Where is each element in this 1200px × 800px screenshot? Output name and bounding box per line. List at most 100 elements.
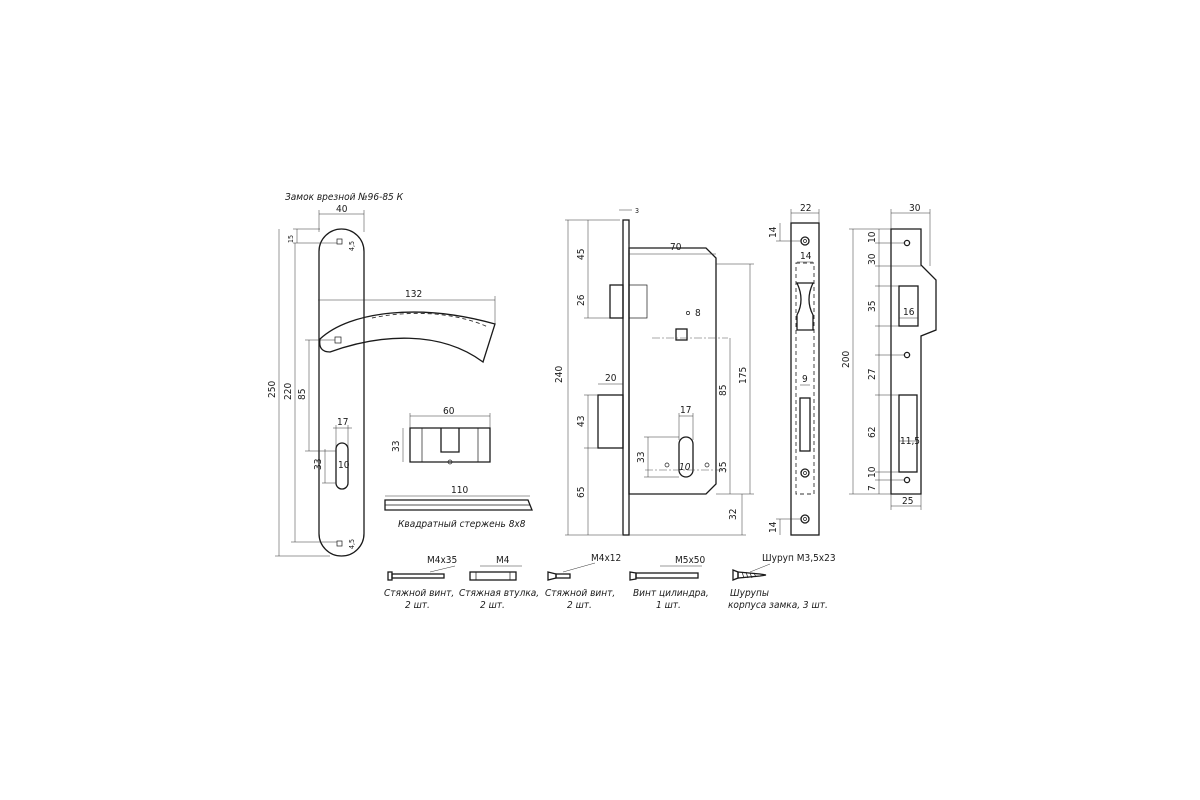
- faceplate-top-dim: 14: [768, 226, 779, 238]
- faceplate-screw-top-inner: [803, 239, 807, 243]
- part-label: М5х50: [675, 555, 706, 566]
- part-head: [732, 569, 739, 581]
- faceplate-screw-mid-inner: [803, 471, 807, 475]
- deadbolt-width-dim: 20: [605, 373, 617, 384]
- part-cylinder-screw: М5х50 Винт цилиндра, 1 шт.: [629, 555, 709, 611]
- part-sleeve: [469, 571, 517, 581]
- cylinder-view: 60 33: [391, 406, 491, 465]
- cyl-width-dim: 17: [337, 417, 348, 428]
- center-distance-dim: 85: [718, 385, 729, 396]
- square-rod-view: 110 Квадратный стержень 8х8: [384, 485, 533, 530]
- part-caption: Шурупы: [730, 588, 769, 599]
- strike-outline: [890, 228, 937, 495]
- body-width-dim: 70: [670, 242, 682, 253]
- lock-screw-hole: [664, 462, 670, 468]
- strike-step2-dim: 27: [867, 369, 878, 380]
- part-caption: Винт цилиндра,: [633, 588, 709, 599]
- part-shank: [635, 572, 699, 579]
- part-tie-sleeve: М4 Стяжная втулка, 2 шт.: [459, 555, 539, 611]
- part-caption: 1 шт.: [656, 600, 681, 611]
- to-cylinder-dim: 85: [297, 389, 308, 400]
- part-caption: Стяжная втулка,: [459, 588, 539, 599]
- faceplate-bolt-width-dim: 9: [802, 374, 808, 385]
- cylinder-length-dim: 60: [443, 406, 455, 417]
- top-hole-dim: 4,5: [348, 241, 356, 251]
- strike-step1-dim: 30: [867, 253, 878, 265]
- lock-screw-hole: [686, 311, 690, 315]
- faceplate-deadbolt: [799, 397, 811, 452]
- strike-bot1-dim: 10: [867, 466, 878, 478]
- lock-top-dim: 45: [576, 249, 587, 260]
- lock-cyl-height-dim: 33: [636, 452, 647, 463]
- faceplate-screw-bottom-inner: [803, 517, 807, 521]
- lock-screw-hole: [704, 462, 710, 468]
- plate-outline: [318, 228, 365, 557]
- faceplate-screw-mid: [800, 468, 810, 478]
- faceplate-bottom-dim: 14: [768, 521, 779, 533]
- part-short-screw: М4х12 Стяжной винт, 2 шт.: [545, 553, 621, 611]
- lock-cyl-radius-dim: 10: [679, 462, 691, 473]
- handle-inlay: [371, 312, 489, 328]
- lock-case: [628, 247, 717, 495]
- lock-latch-inner: [628, 284, 648, 319]
- bottom-hole-dim: 4,5: [348, 539, 356, 549]
- latch-height-dim: 26: [576, 294, 587, 306]
- handle-plate-view: 40 15 250 220 85 33 17 10 4,5 4,5: [267, 204, 496, 557]
- plate-height-dim: 250: [267, 381, 278, 398]
- rod-caption: Квадратный стержень 8х8: [398, 519, 526, 530]
- plate-keyhole: [335, 442, 349, 490]
- part-wood-screw: Шуруп М3,5х23 Шурупы корпуса замка, 3 шт…: [728, 553, 836, 611]
- part-label: М4: [496, 555, 510, 566]
- strike-height-dim: 200: [841, 351, 852, 368]
- square-rod: [384, 499, 533, 511]
- strike-bot2-dim: 7: [867, 485, 878, 491]
- spindle-dim: 8: [695, 308, 701, 319]
- lock-total-dim: 240: [554, 366, 565, 383]
- strike-bolt-width-dim: 11,5: [900, 436, 920, 447]
- part-shank: [391, 573, 445, 579]
- handle-length-dim: 132: [405, 289, 422, 300]
- part-label: М4х35: [427, 555, 457, 566]
- strike-screw-mid: [903, 351, 911, 359]
- lock-spindle: [675, 328, 688, 341]
- strike-plate-view: 30 200 10 30 35 27 62 10 7 16 11,5 25: [841, 203, 937, 510]
- handle-lever: [319, 311, 496, 364]
- part-head: [547, 571, 557, 581]
- leader-line: [562, 562, 596, 573]
- part-label: М4х12: [591, 553, 621, 564]
- cylinder-height-dim: 33: [391, 441, 402, 452]
- faceplate-screw-top: [800, 236, 810, 246]
- cylinder-body: [409, 427, 491, 463]
- faceplate-case-outline: [795, 262, 815, 495]
- part-thread: [741, 571, 757, 579]
- faceplate-width-dim: 22: [800, 203, 811, 214]
- holes-span-dim: 220: [283, 383, 294, 400]
- strike-bolt-dim: 62: [867, 427, 878, 438]
- lock-bottom-dim: 65: [576, 487, 587, 498]
- lock-latch: [609, 284, 624, 319]
- part-tie-screw: М4х35 Стяжной винт, 2 шт.: [384, 555, 457, 611]
- strike-screw-top: [903, 239, 911, 247]
- part-caption: 2 шт.: [480, 600, 505, 611]
- parts-row: М4х35 Стяжной винт, 2 шт. М4 Стяжная вту…: [384, 553, 836, 611]
- part-shank: [737, 571, 767, 579]
- part-caption: 2 шт.: [405, 600, 430, 611]
- strike-latch-dim: 35: [867, 301, 878, 312]
- leader-line: [429, 565, 456, 573]
- plate-width-dim: 40: [336, 204, 348, 215]
- part-caption: Стяжной винт,: [384, 588, 454, 599]
- strike-latch-width-dim: 16: [903, 307, 915, 318]
- part-caption: 2 шт.: [567, 600, 592, 611]
- handle-spindle-square: [334, 336, 342, 344]
- lock-deadbolt: [597, 394, 624, 449]
- to-cylinder-bottom-dim: 35: [718, 462, 729, 473]
- part-label: Шуруп М3,5х23: [762, 553, 836, 564]
- drawing-title: Замок врезной №96-85 К: [285, 192, 404, 203]
- plate-offset-dim: 15: [287, 235, 295, 243]
- lock-cyl-width-dim: 17: [680, 405, 691, 416]
- strike-screw-bottom: [903, 476, 911, 484]
- faceplate-view: 22 14 14 9 14: [768, 203, 820, 536]
- part-caption: корпуса замка, 3 шт.: [728, 600, 828, 611]
- part-shank: [555, 573, 571, 579]
